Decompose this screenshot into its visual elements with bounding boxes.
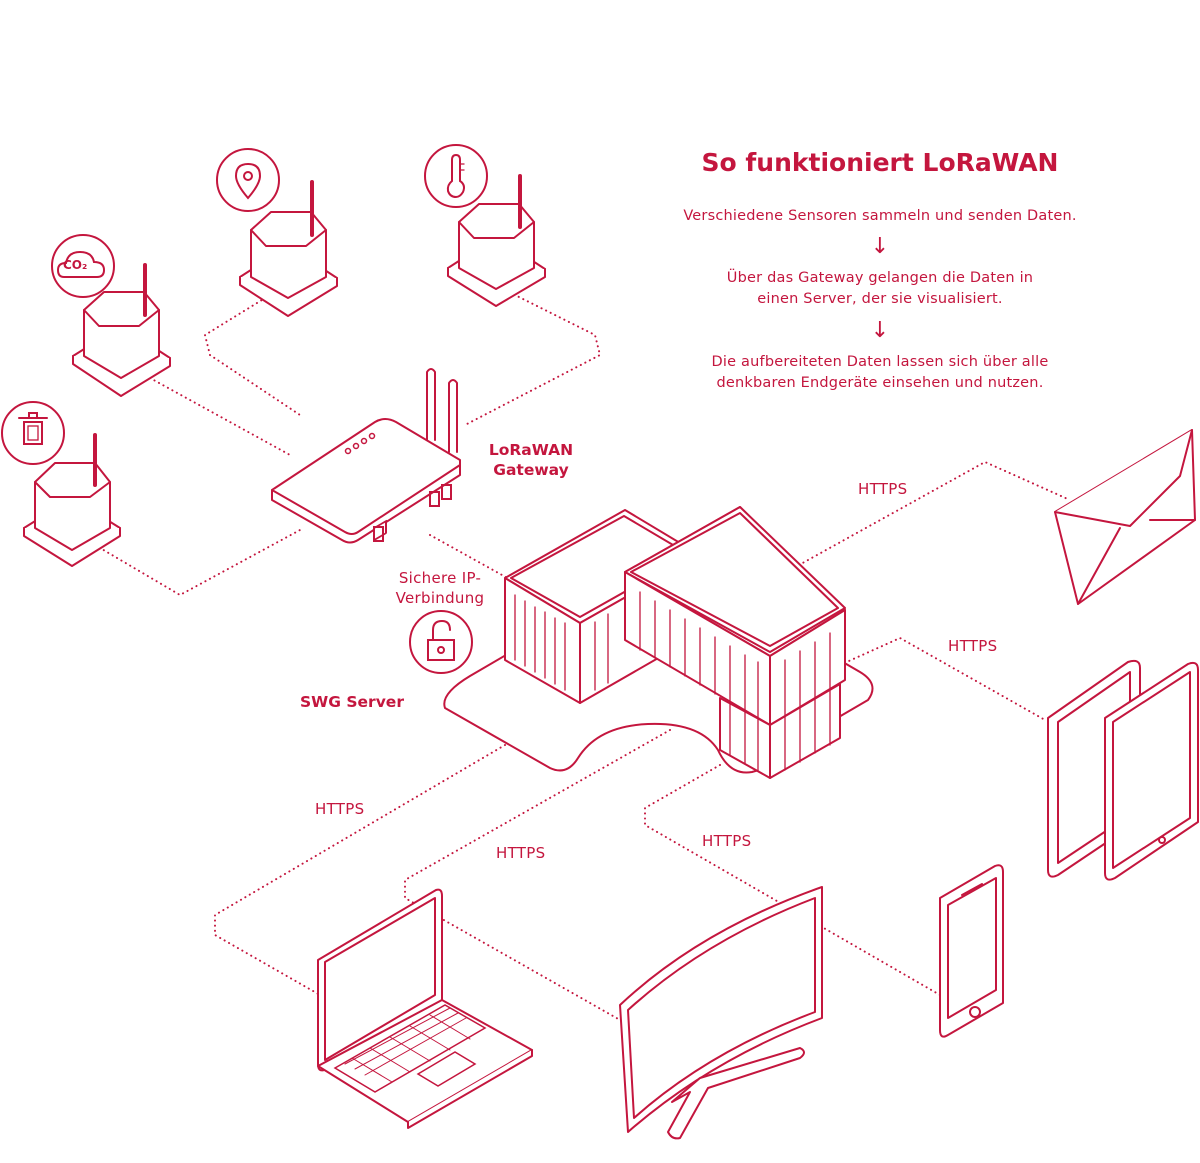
email-envelope [1054, 429, 1196, 605]
sensor-location [216, 148, 338, 317]
laptop [317, 888, 533, 1129]
co2-label: CO₂ [63, 258, 88, 272]
https-label-phone: HTTPS [702, 832, 752, 850]
thermometer-icon [446, 153, 465, 199]
step-3-text-line2: denkbaren Endgeräte einsehen und nutzen. [716, 375, 1044, 391]
https-label-email: HTTPS [858, 480, 908, 498]
lock-icon [409, 610, 473, 674]
secure-connection-line2: Verbindung [395, 589, 485, 607]
page-title: So funktioniert LoRaWAN [701, 148, 1059, 177]
trash-bin-icon [18, 412, 48, 445]
step-2-text-line1: Über das Gateway gelangen die Daten in [726, 270, 1034, 286]
https-label-monitor: HTTPS [496, 844, 546, 862]
down-arrow-icon: ↓ [870, 318, 890, 343]
https-label-laptop: HTTPS [315, 800, 365, 818]
server-building [504, 506, 846, 779]
tablet-front [1104, 661, 1199, 881]
sensor-temperature [424, 144, 546, 307]
step-1-text: Verschiedene Sensoren sammeln und senden… [683, 208, 1077, 224]
location-pin-icon [234, 162, 262, 200]
co2-icon [56, 250, 106, 278]
smartphone [939, 864, 1004, 1038]
step-3-text-line1: Die aufbereiteten Daten lassen sich über… [711, 354, 1049, 370]
gateway-device [271, 368, 461, 544]
sensor-co2 [51, 234, 171, 397]
sensor-trash [1, 401, 121, 567]
step-2-text-line2: einen Server, der sie visualisiert. [757, 291, 1003, 307]
https-label-tablet: HTTPS [948, 637, 998, 655]
secure-connection-line1: Sichere IP- [398, 569, 482, 587]
connection-lines [94, 289, 1071, 1021]
gateway-label-line2: Gateway [493, 461, 569, 479]
curved-monitor [619, 886, 823, 1140]
gateway-label-line1: LoRaWAN [488, 441, 574, 459]
server-label: SWG Server [300, 693, 404, 711]
down-arrow-icon: ↓ [870, 234, 890, 259]
